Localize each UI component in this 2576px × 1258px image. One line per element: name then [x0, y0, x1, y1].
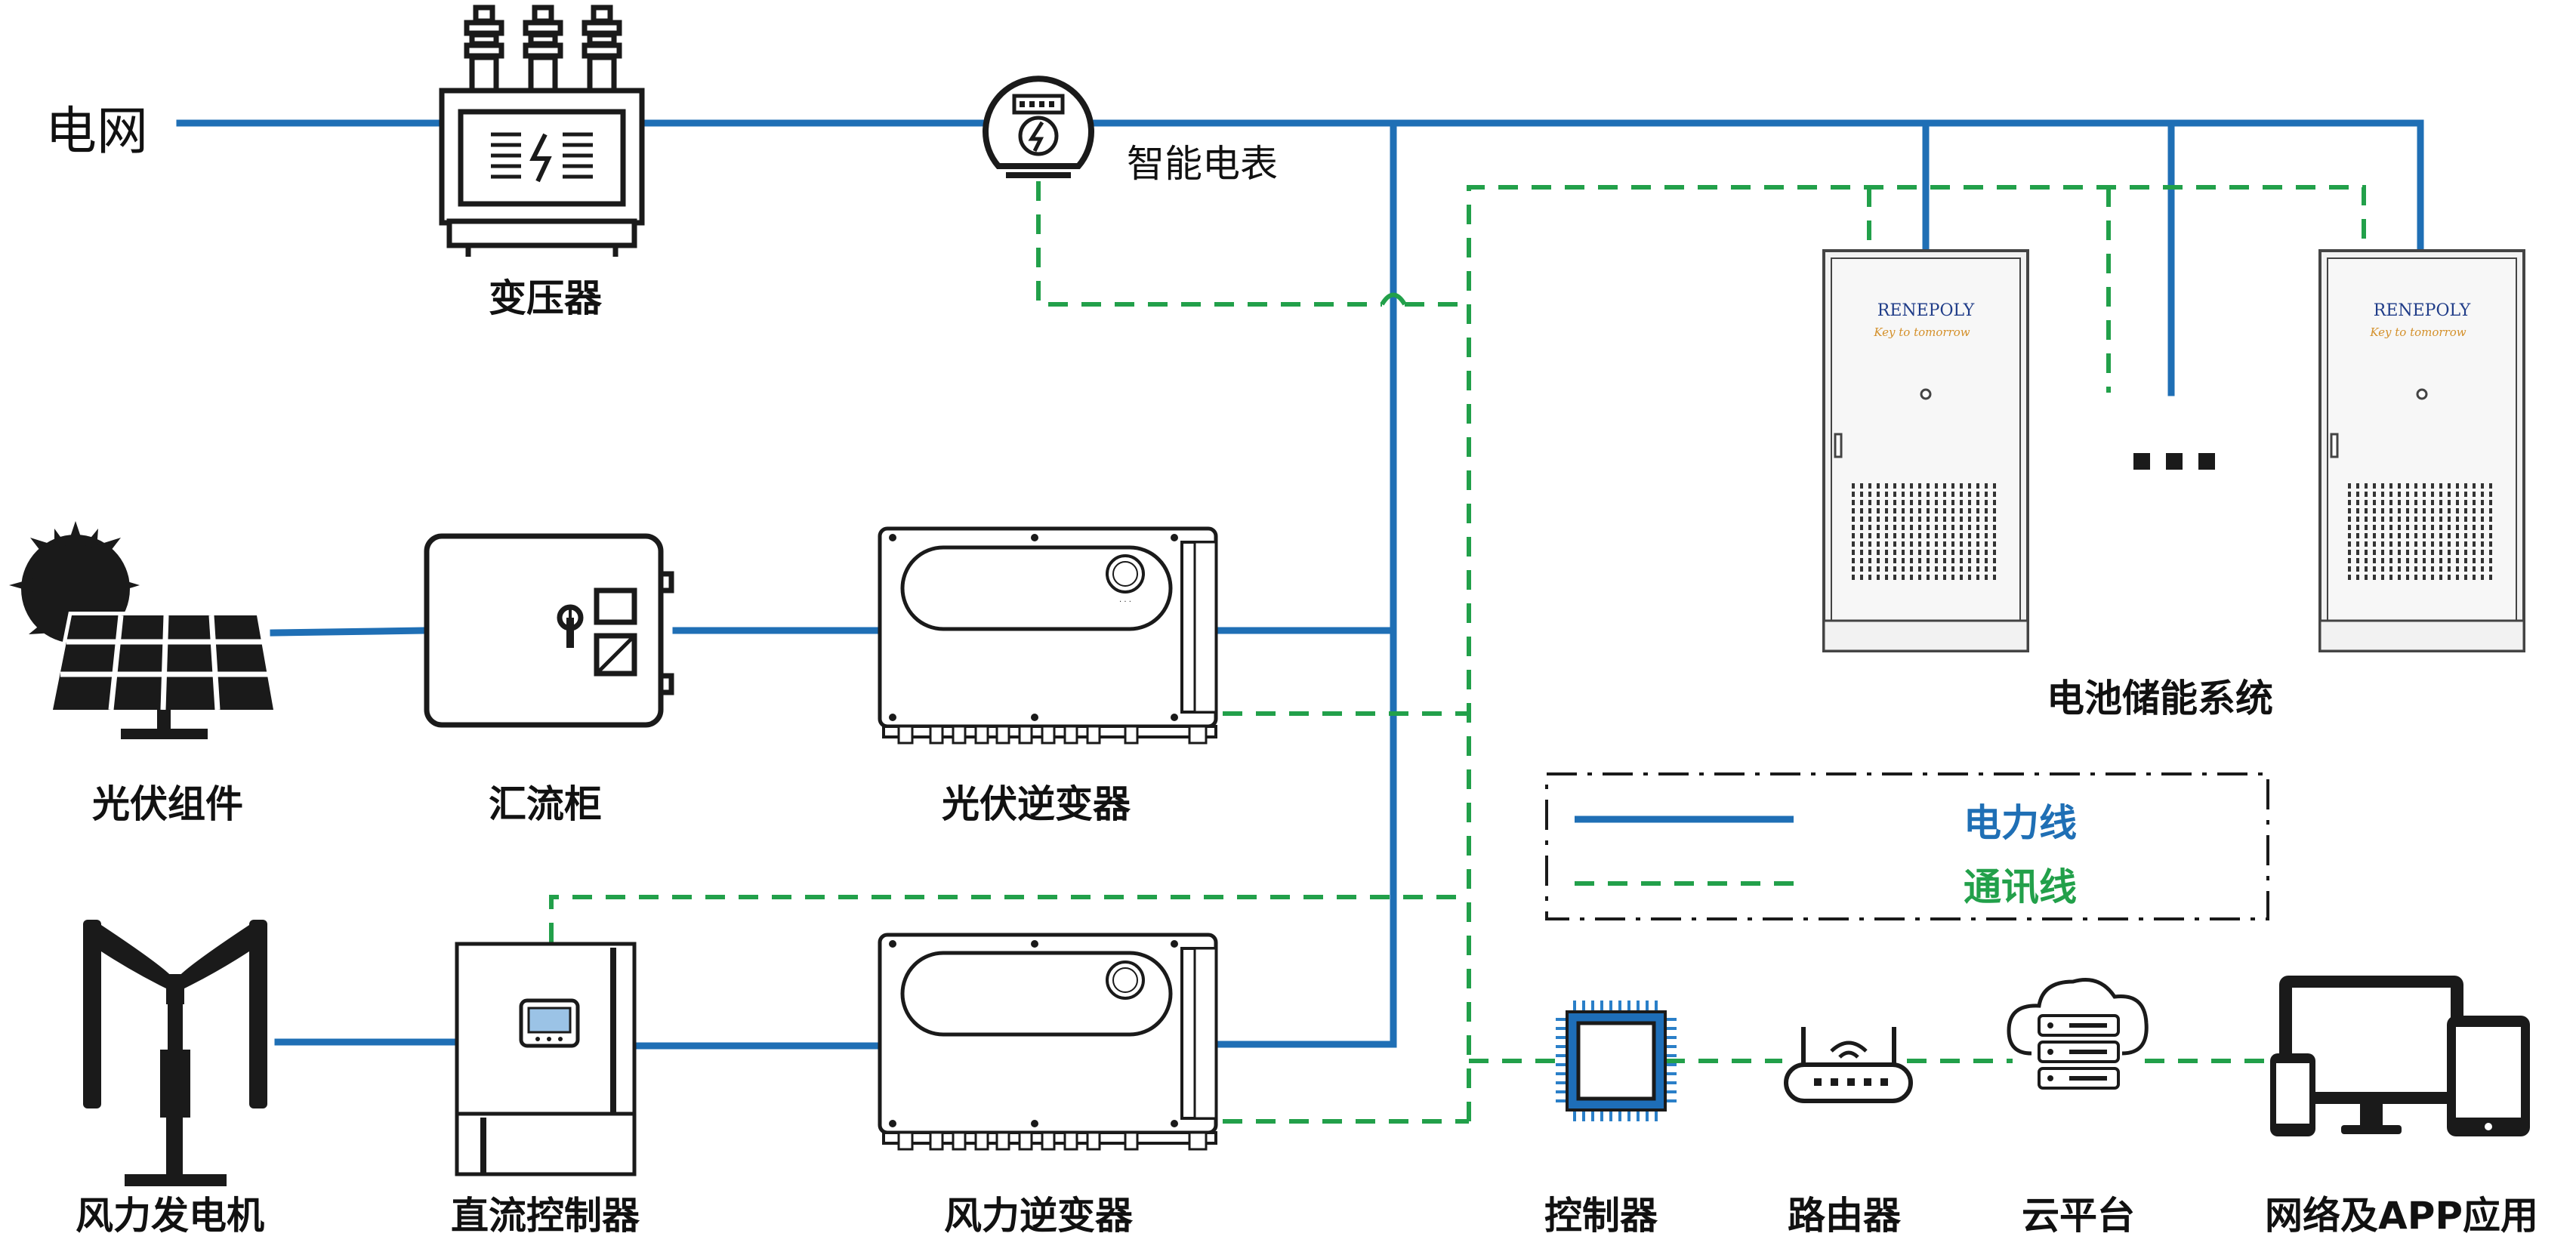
label-smart-meter: 智能电表	[1127, 142, 1278, 186]
label-router: 路由器	[1788, 1194, 1901, 1238]
transformer-icon	[439, 5, 645, 257]
label-wind-turbine: 风力发电机	[76, 1194, 264, 1238]
cabinet-slogan: Key to tomorrow	[1873, 325, 1970, 339]
label-wind-inverter: 风力逆变器	[944, 1194, 1133, 1238]
meter-icon	[983, 76, 1094, 178]
label-controller: 控制器	[1544, 1194, 1658, 1238]
comm-lines	[549, 181, 2366, 1124]
dc-controller-icon	[455, 942, 637, 1176]
label-pv-module: 光伏组件	[92, 782, 243, 826]
battery-cabinet-icon	[1822, 249, 2029, 652]
inverter-icon: · · ·	[878, 526, 1218, 745]
comm-line-top-bus	[1467, 185, 2366, 1121]
devices-icon	[2270, 976, 2530, 1136]
legend	[1545, 772, 2269, 920]
solar-panel-icon	[48, 612, 278, 739]
chip-icon	[1556, 1001, 1677, 1121]
label-battery-system: 电池储能系统	[2047, 677, 2273, 720]
more-cabinets-ellipsis	[2133, 453, 2215, 470]
comm-line-crossover	[1380, 292, 1407, 306]
power-line-pv-combiner	[270, 627, 430, 637]
battery-cabinet-icon	[2318, 249, 2525, 652]
label-cloud-platform: 云平台	[2022, 1194, 2135, 1238]
combiner-box-icon	[424, 533, 674, 728]
legend-power-label: 电力线	[1964, 801, 2077, 845]
label-network-app: 网络及APP应用	[2265, 1194, 2538, 1238]
power-lines	[176, 119, 2424, 1050]
label-dc-controller: 直流控制器	[451, 1194, 640, 1238]
label-grid: 电网	[45, 102, 149, 162]
label-transformer: 变压器	[489, 276, 602, 320]
comm-line-dc-controller	[549, 895, 1469, 942]
inverter-icon	[878, 933, 1218, 1151]
cabinet-slogan: Key to tomorrow	[2369, 325, 2466, 339]
label-combiner-box: 汇流柜	[489, 782, 602, 826]
cloud-server-icon	[2007, 978, 2149, 1090]
router-icon	[1784, 1027, 1913, 1103]
wind-turbine-icon	[83, 920, 267, 1186]
legend-comm-label: 通讯线	[1964, 865, 2077, 909]
svg-text:· · ·: · · ·	[1119, 598, 1131, 606]
cabinet-brand: RENEPOLY	[2374, 301, 2471, 320]
cabinet-brand: RENEPOLY	[1877, 301, 1975, 320]
label-pv-inverter: 光伏逆变器	[942, 782, 1131, 826]
comm-line-meter	[1036, 181, 1382, 307]
